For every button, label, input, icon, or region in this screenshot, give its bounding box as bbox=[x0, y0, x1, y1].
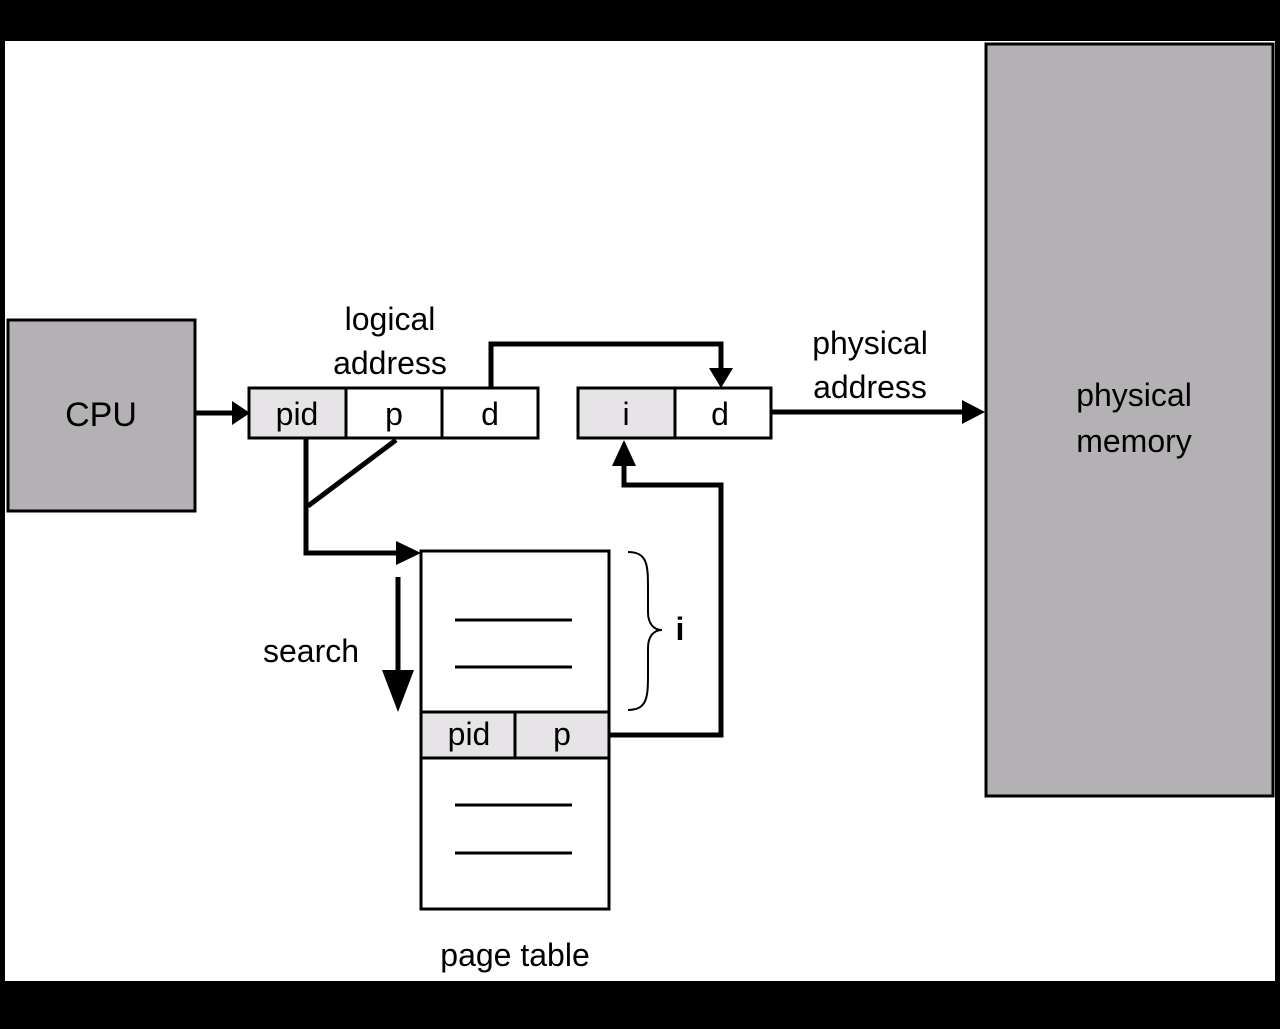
physical-d-field: d bbox=[711, 396, 729, 432]
offset-copy-arrow bbox=[488, 341, 724, 388]
page-table: pid p bbox=[419, 549, 611, 911]
page-table-matching-entry: pid p bbox=[419, 710, 611, 760]
logical-pid-field: pid bbox=[276, 396, 319, 432]
entry-p-field: p bbox=[553, 716, 571, 752]
index-brace-label: i bbox=[676, 611, 685, 647]
p-lookup-line bbox=[306, 438, 398, 508]
physical-memory-box: physical memory bbox=[984, 42, 1275, 798]
pid-lookup-line bbox=[303, 438, 400, 556]
logical-d-field: d bbox=[481, 396, 499, 432]
physical-address-register: i d bbox=[576, 386, 773, 440]
physical-address-label-line1: physical bbox=[812, 325, 928, 361]
index-feedback-arrow bbox=[609, 462, 724, 738]
physical-i-field: i bbox=[622, 396, 629, 432]
entry-pid-field: pid bbox=[448, 716, 491, 752]
physical-memory-label-line2: memory bbox=[1076, 423, 1192, 459]
logical-address-label-line1: logical bbox=[345, 301, 436, 337]
logical-address-register: pid p d bbox=[247, 386, 540, 440]
cpu-box: CPU bbox=[6, 318, 197, 513]
search-label: search bbox=[263, 633, 359, 669]
index-brace bbox=[627, 551, 663, 711]
logical-p-field: p bbox=[385, 396, 403, 432]
physical-address-label-line2: address bbox=[813, 369, 927, 405]
physical-memory-label-line1: physical bbox=[1076, 377, 1192, 413]
logical-address-label-line2: address bbox=[333, 345, 447, 381]
cpu-label: CPU bbox=[65, 396, 137, 434]
page-table-label: page table bbox=[440, 937, 589, 973]
